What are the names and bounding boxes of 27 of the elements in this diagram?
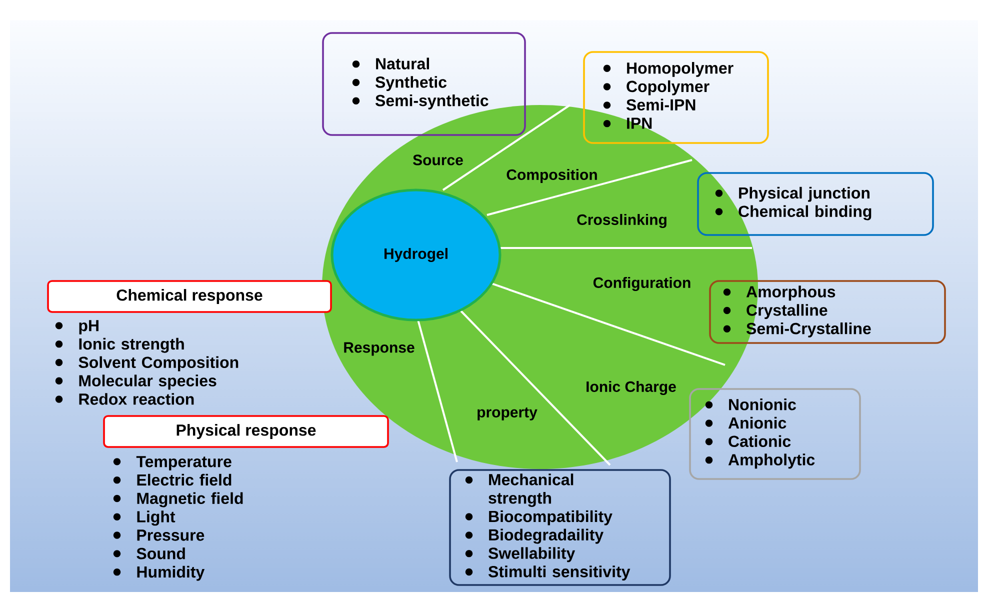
segment-label: property [478,408,538,420]
node-label: Redox reaction [79,393,194,405]
node-label: Magnetic field [137,492,243,508]
bullet-box: Mechanical strength Biocompatibility Biodegradaility Swellability Stimulti sensitivity [449,469,671,586]
node-label: Pressure [137,530,204,541]
segment-label: Configuration [593,276,690,292]
heading-box: Physical response [103,415,389,448]
heading-box: Chemical response [47,280,332,313]
segment-label: Crosslinking [577,214,666,228]
bullet-list: Temperature Electric field Magnetic field Light Pressure Sound Humidity [136,456,243,581]
node-label: Light [137,510,176,526]
bullet-box: Natural Synthetic Semi-synthetic [322,32,526,136]
bullet-box: Physical junction Chemical binding [697,172,934,236]
bullet-box: Nonionic Anionic Cationic Ampholytic [689,388,861,480]
node-label: Electric field [137,474,232,486]
segment-label: Source [413,154,463,166]
segment-label: Ionic Charge [586,380,676,396]
node-label: Ionic strength [79,338,184,353]
node-label: Sound [136,547,185,560]
node-label: Humidity [137,566,205,581]
node-label: Solvent Composition [78,356,238,372]
node-label: Temperature [136,456,232,470]
node-label: pH [79,320,98,334]
segment-label: Response [344,342,414,356]
node-label: Molecular species [79,374,216,390]
segment-label: Composition [506,169,597,183]
bullet-list: pH Ionic strength Solvent Composition Molecular species Redox reaction [78,320,238,405]
